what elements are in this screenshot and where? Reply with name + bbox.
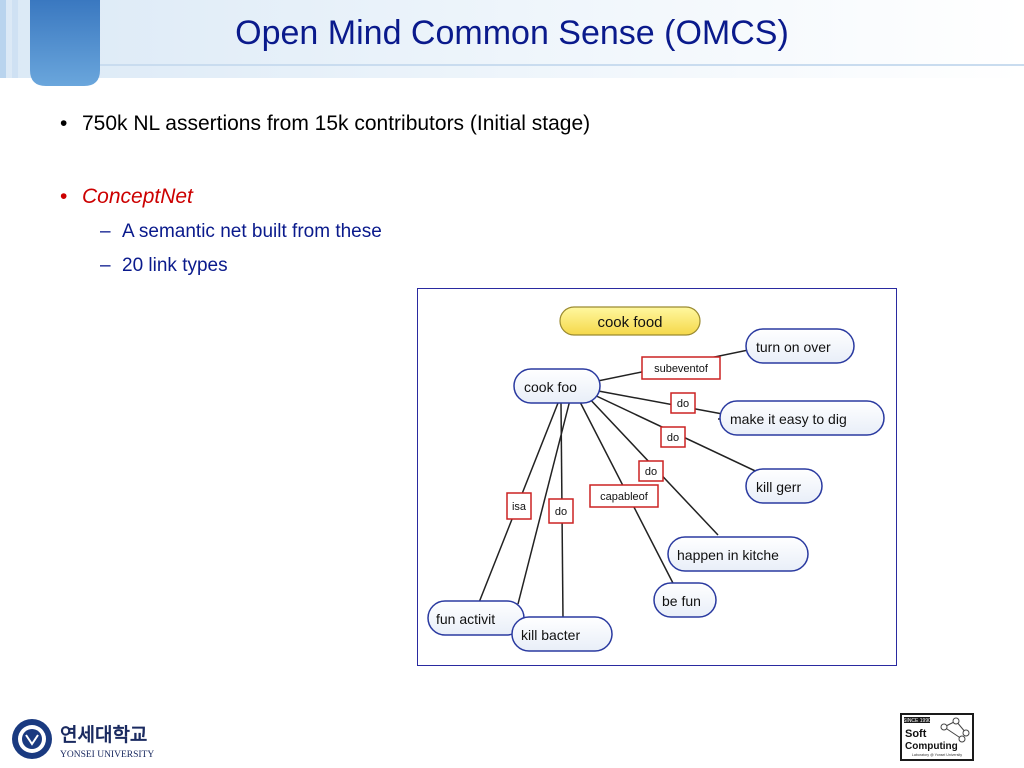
node-label: cook foo <box>524 379 577 395</box>
node-label: make it easy to dig <box>730 411 847 427</box>
node-kill-germ: kill gerr <box>745 468 823 504</box>
edge-label-do: do <box>670 392 696 414</box>
network-icon <box>940 717 970 743</box>
edge-label-text: do <box>677 398 689 410</box>
edge-label-do: do <box>548 498 574 524</box>
soft-computing-lab-logo: SINCE 1990 Soft Computing Laboratory @ Y… <box>900 713 974 761</box>
node-label: happen in kitche <box>677 547 779 563</box>
node-label: kill bacter <box>521 627 580 643</box>
edge-label-text: subeventof <box>654 363 709 375</box>
node-make-it-easy: make it easy to dig <box>719 400 885 436</box>
node-label: turn on over <box>756 339 831 355</box>
edge-label-text: isa <box>512 501 527 513</box>
edge-line <box>592 389 729 416</box>
sub-bullet-link-types: –20 link types <box>100 255 228 277</box>
node-label: be fun <box>662 593 701 609</box>
node-happen-in-kitchen: happen in kitche <box>667 536 809 572</box>
node-label: kill gerr <box>756 479 801 495</box>
logo-soft-text: Soft <box>905 728 927 740</box>
header-decoration <box>0 0 1024 86</box>
edge-label-subeventof: subeventof <box>641 356 721 380</box>
bullet-assertions: • 750k NL assertions from 15k contributor… <box>60 112 590 136</box>
logo-since-text: SINCE 1990 <box>903 718 931 724</box>
bullet-conceptnet: • ConceptNet <box>60 185 193 209</box>
edge-label-do: do <box>660 426 686 448</box>
header-node-label: cook food <box>597 314 662 331</box>
node-kill-bacteria: kill bacter <box>511 616 613 652</box>
sub-bullet-marker: – <box>100 221 111 242</box>
edge-label-text: do <box>667 432 679 444</box>
node-cook-food-center: cook foo <box>513 368 601 404</box>
edge-label-do: do <box>638 460 664 482</box>
edge-label-isa: isa <box>506 492 532 520</box>
sub-bullet-text: A semantic net built from these <box>122 221 382 242</box>
logo-computing-text: Computing <box>905 741 958 752</box>
edge-label-text: do <box>555 506 567 518</box>
node-turn-on-oven: turn on over <box>745 328 855 364</box>
sub-bullet-semantic-net: –A semantic net built from these <box>100 221 382 243</box>
header-node <box>559 306 701 336</box>
sub-bullet-marker: – <box>100 255 111 276</box>
node-fun-activity: fun activit <box>427 600 525 636</box>
node-be-fun: be fun <box>653 582 717 618</box>
bullet-text: 750k NL assertions from 15k contributors… <box>82 112 591 135</box>
yonsei-university-logo: 연세대학교 YONSEI UNIVERSITY <box>12 719 154 760</box>
bullet-text: ConceptNet <box>82 185 193 208</box>
logo-lab-text: Laboratory @ Yonsei University <box>912 753 962 757</box>
bullet-marker: • <box>60 112 68 135</box>
sub-bullet-text: 20 link types <box>122 255 228 276</box>
edge-label-text: do <box>645 466 657 478</box>
edge-label-capableof: capableof <box>589 484 659 508</box>
node-label: fun activit <box>436 611 495 627</box>
yonsei-english-name: YONSEI UNIVERSITY <box>60 750 154 760</box>
slide-title: Open Mind Common Sense (OMCS) <box>235 14 789 52</box>
bullet-marker: • <box>60 185 68 208</box>
conceptnet-diagram: cook food turn on over cook foo make it … <box>417 288 897 666</box>
yonsei-korean-name: 연세대학교 <box>60 724 147 746</box>
edge-label-text: capableof <box>600 491 649 503</box>
